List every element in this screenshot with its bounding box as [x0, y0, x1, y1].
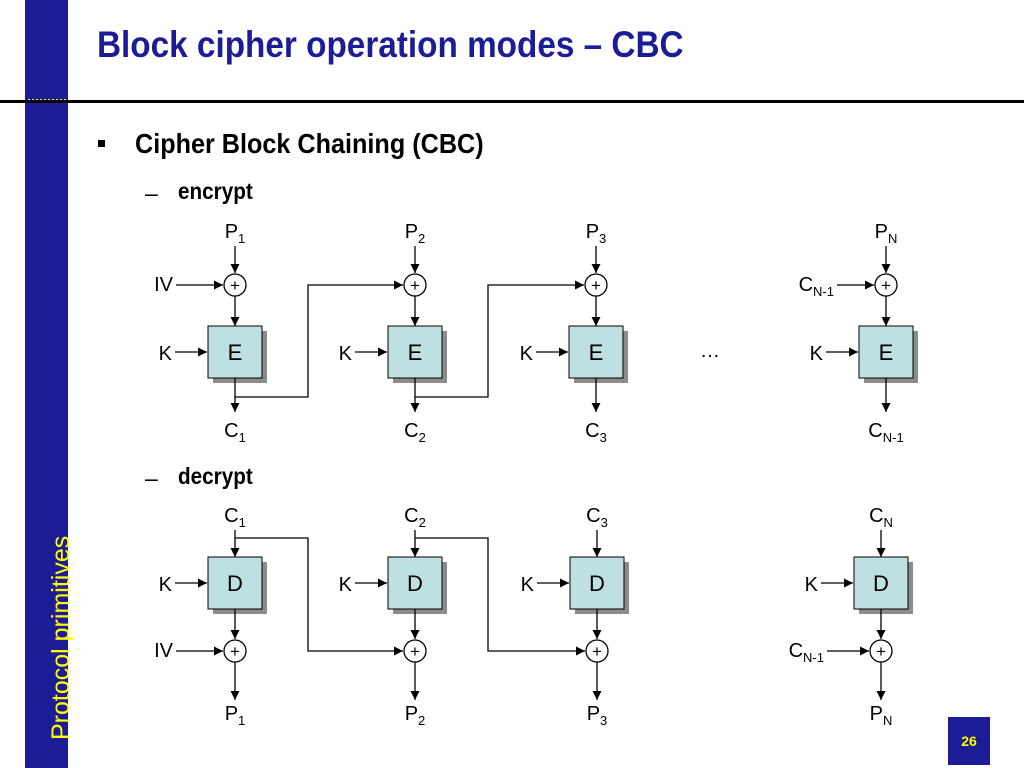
- dec-key-label: K: [339, 574, 353, 596]
- sidebar: [25, 0, 68, 768]
- dec-xor-4-symbol: +: [876, 642, 886, 661]
- dec-left-input-label: IV: [154, 640, 174, 662]
- dec-plaintext-4: PN: [870, 703, 893, 728]
- enc-plaintext-4: PN: [875, 221, 898, 246]
- dec-xor-3-symbol: +: [592, 642, 602, 661]
- enc-left-input-label: IV: [154, 274, 174, 296]
- enc-box-1-label: E: [228, 340, 243, 365]
- enc-ciphertext-2: C2: [404, 420, 426, 445]
- enc-xor-2-symbol: +: [410, 276, 420, 295]
- title-rule: [0, 100, 1024, 103]
- dec-chain-2: [415, 537, 585, 656]
- dec-box-2-label: D: [407, 571, 423, 596]
- dec-plaintext-2: P2: [405, 703, 426, 728]
- decrypt-diagram: C1D K + P1 IV C2D K + P2 C3D K + P3 CN D K + PN CN-1: [154, 505, 913, 728]
- encrypt-dash: –: [145, 180, 158, 206]
- dec-key-label: K: [159, 574, 173, 596]
- dec-box-1-label: D: [227, 571, 243, 596]
- dec-xor-1-symbol: +: [230, 642, 240, 661]
- dec-key-label: K: [521, 574, 535, 596]
- enc-plaintext-2: P2: [405, 221, 426, 246]
- enc-xor-3-symbol: +: [591, 276, 601, 295]
- enc-ciphertext-1: C1: [224, 420, 246, 445]
- dec-ciphertext-3: C3: [586, 505, 608, 530]
- enc-box-4-label: E: [879, 340, 894, 365]
- bullet-square-icon: [98, 140, 105, 147]
- dec-ciphertext-1: C1: [224, 505, 246, 530]
- enc-key-label: K: [810, 343, 824, 365]
- enc-box-1: [207, 325, 263, 379]
- enc-key-label: K: [339, 343, 353, 365]
- dec-ciphertext-4: CN: [869, 505, 893, 530]
- enc-box-2: [387, 325, 443, 379]
- decrypt-heading: decrypt: [178, 463, 253, 489]
- enc-xor-1-symbol: +: [230, 276, 240, 295]
- dec-box-4-label: D: [873, 571, 889, 596]
- dec-left-input-label: CN-1: [789, 640, 824, 665]
- dec-box-1: [207, 556, 263, 610]
- dec-plaintext-3: P3: [587, 703, 608, 728]
- dec-plaintext-1: P1: [225, 703, 246, 728]
- enc-plaintext-3: P3: [586, 221, 607, 246]
- enc-ciphertext-4: CN-1: [868, 420, 903, 445]
- decrypt-dash: –: [145, 465, 158, 491]
- enc-ciphertext-3: C3: [585, 420, 607, 445]
- enc-chain-1: [235, 280, 403, 398]
- enc-box-2-label: E: [408, 340, 423, 365]
- dec-ciphertext-2: C2: [404, 505, 426, 530]
- enc-xor-4-symbol: +: [881, 276, 891, 295]
- enc-chain-2: [415, 280, 584, 398]
- dec-key-label: K: [805, 574, 819, 596]
- dec-box-3: [569, 556, 625, 610]
- encrypt-heading: encrypt: [178, 178, 253, 204]
- enc-left-input-label: CN-1: [799, 274, 834, 299]
- enc-key-label: K: [520, 343, 534, 365]
- enc-box-3: [568, 325, 624, 379]
- enc-box-4: [858, 325, 914, 379]
- dec-xor-2-symbol: +: [410, 642, 420, 661]
- ellipsis: …: [700, 340, 720, 362]
- bullet-text: Cipher Block Chaining (CBC): [135, 128, 484, 159]
- enc-plaintext-1: P1: [225, 221, 246, 246]
- page-title: Block cipher operation modes – CBC: [97, 24, 684, 65]
- dec-box-3-label: D: [589, 571, 605, 596]
- dec-box-2: [387, 556, 443, 610]
- enc-key-label: K: [159, 343, 173, 365]
- enc-box-3-label: E: [589, 340, 604, 365]
- dec-chain-1: [235, 537, 403, 656]
- page-number: 26: [948, 717, 990, 765]
- dec-box-4: [853, 556, 909, 610]
